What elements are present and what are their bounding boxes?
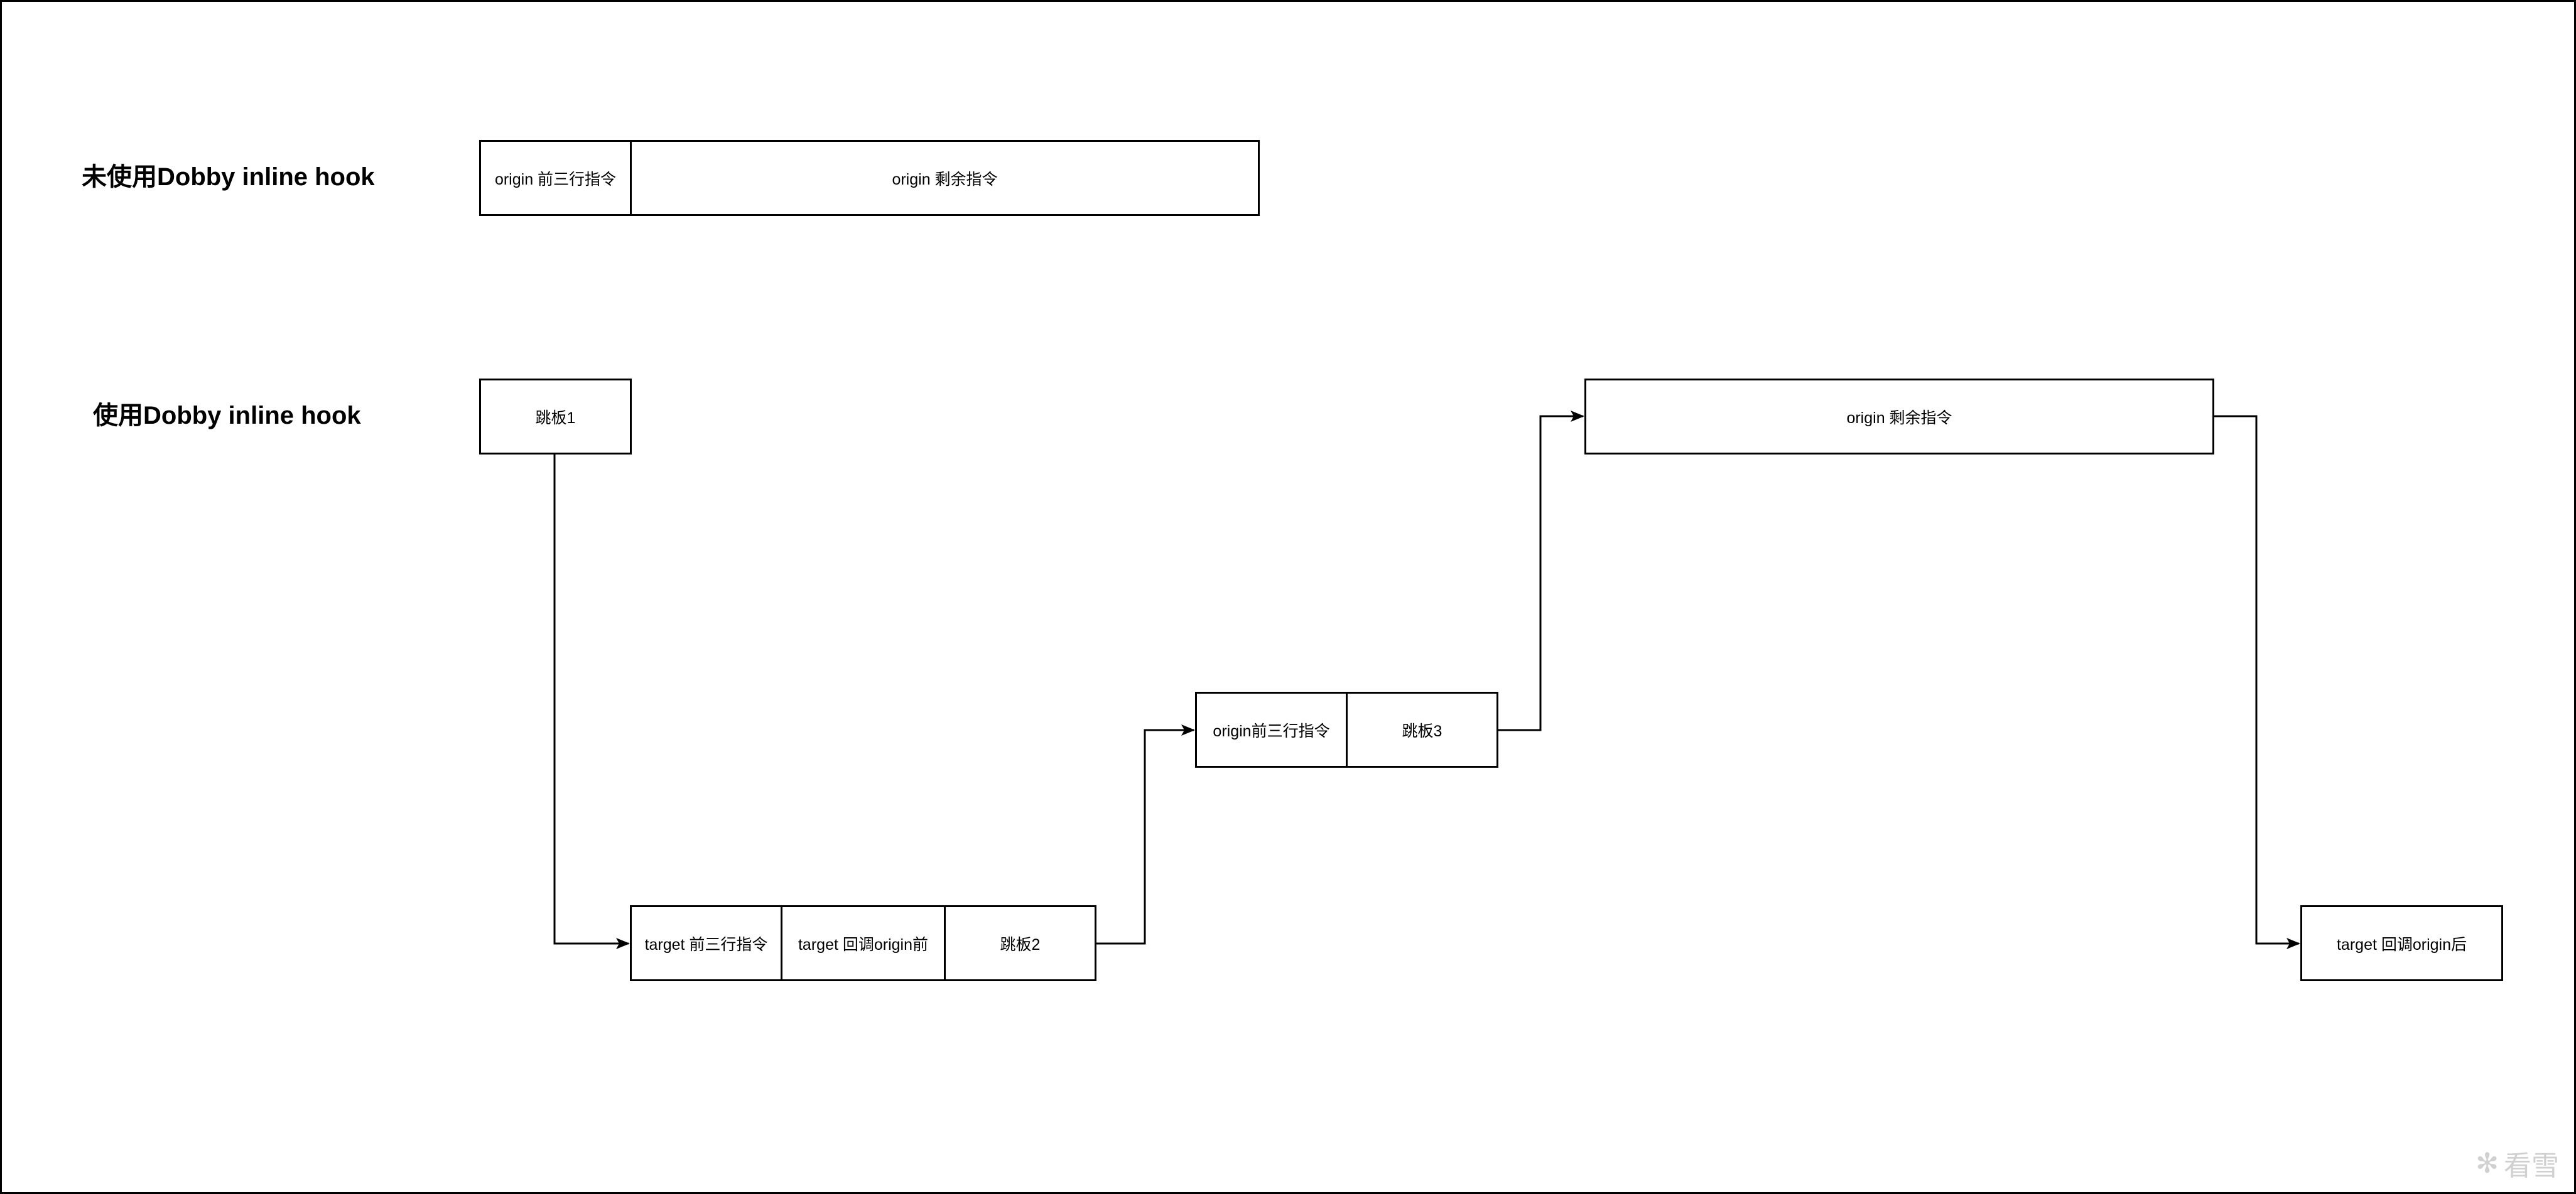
target-after-origin-callback-box: target 回调origin后 (2300, 905, 2503, 981)
snowflake-icon: ✻ (2476, 1147, 2499, 1180)
origin-first-three-instructions-box: origin 前三行指令 (479, 140, 632, 216)
arrow-trampoline1-to-target (553, 454, 630, 949)
heading-with-hook: 使用Dobby inline hook (93, 402, 361, 429)
trampoline-3-box: 跳板3 (1346, 692, 1498, 768)
trampoline-1-box: 跳板1 (479, 379, 632, 454)
arrow-origin-rest-to-target-after (2214, 415, 2300, 949)
origin-remaining-instructions-hooked-box: origin 剩余指令 (1584, 379, 2214, 454)
origin-remaining-instructions-box: origin 剩余指令 (630, 140, 1260, 216)
watermark: ✻ 看雪 (2476, 1143, 2559, 1183)
target-first-three-instructions-box: target 前三行指令 (630, 905, 782, 981)
heading-without-hook: 未使用Dobby inline hook (82, 163, 375, 191)
trampoline-2-box: 跳板2 (944, 905, 1096, 981)
target-before-origin-callback-box: target 回调origin前 (781, 905, 946, 981)
origin-first-three-instructions-hooked-box: origin前三行指令 (1195, 692, 1348, 768)
arrow-trampoline2-to-origin-first3 (1096, 724, 1195, 945)
arrow-trampoline3-to-origin-rest (1498, 411, 1584, 731)
watermark-text: 看雪 (2504, 1150, 2559, 1182)
